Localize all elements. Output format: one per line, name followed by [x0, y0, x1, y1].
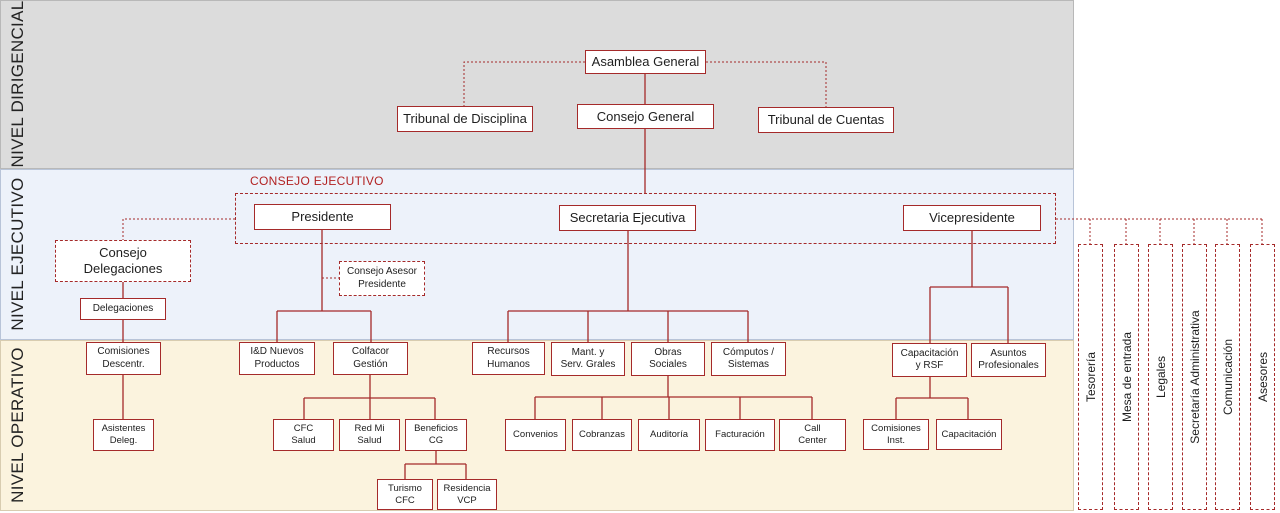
node-recursos-humanos[interactable]: Recursos Humanos [472, 342, 545, 375]
node-secretaria-ejecutiva[interactable]: Secretaria Ejecutiva [559, 205, 696, 231]
node-facturacion[interactable]: Facturación [705, 419, 775, 451]
node-beneficios-cg[interactable]: Beneficios CG [405, 419, 467, 451]
node-tribunal-cuentas[interactable]: Tribunal de Cuentas [758, 107, 894, 133]
node-consejo-asesor[interactable]: Consejo Asesor Presidente [339, 261, 425, 296]
node-turismo-cfc[interactable]: Turismo CFC [377, 479, 433, 510]
node-cfc-salud[interactable]: CFC Salud [273, 419, 334, 451]
side-unit-mesa-de-entrada[interactable]: Mesa de entrada [1114, 244, 1139, 510]
node-presidente[interactable]: Presidente [254, 204, 391, 230]
side-unit-comunicacion[interactable]: Comunicación [1215, 244, 1240, 510]
node-tribunal-disciplina[interactable]: Tribunal de Disciplina [397, 106, 533, 132]
band-nivel-dirigencial [0, 0, 1074, 169]
consejo-ejecutivo-group [235, 193, 1056, 244]
node-computos-sistemas[interactable]: Cómputos / Sistemas [711, 342, 786, 376]
side-unit-tesoreria[interactable]: Tesorería [1078, 244, 1103, 510]
node-consejo-general[interactable]: Consejo General [577, 104, 714, 129]
node-red-mi-salud[interactable]: Red Mi Salud [339, 419, 400, 451]
side-unit-asesores[interactable]: Asesores [1250, 244, 1275, 510]
node-comisiones-descentr[interactable]: Comisiones Descentr. [86, 342, 161, 375]
node-id-nuevos-productos[interactable]: I&D Nuevos Productos [239, 342, 315, 375]
node-asamblea-general[interactable]: Asamblea General [585, 50, 706, 74]
node-vicepresidente[interactable]: Vicepresidente [903, 205, 1041, 231]
side-unit-secretaria-administrativa[interactable]: Secretaría Administrativa [1182, 244, 1207, 510]
node-residencia-vcp[interactable]: Residencia VCP [437, 479, 497, 510]
label-nivel-dirigencial: NIVEL DIRIGENCIAL [8, 0, 27, 168]
label-nivel-ejecutivo: NIVEL EJECUTIVO [8, 177, 27, 331]
node-comisiones-inst[interactable]: Comisiones Inst. [863, 419, 929, 450]
node-call-center[interactable]: Call Center [779, 419, 846, 451]
consejo-ejecutivo-label: CONSEJO EJECUTIVO [250, 174, 384, 188]
node-consejo-delegaciones[interactable]: Consejo Delegaciones [55, 240, 191, 282]
node-cobranzas[interactable]: Cobranzas [572, 419, 632, 451]
node-convenios[interactable]: Convenios [505, 419, 566, 451]
node-auditoria[interactable]: Auditoría [638, 419, 700, 451]
node-capacitacion[interactable]: Capacitación [936, 419, 1002, 450]
label-nivel-operativo: NIVEL OPERATIVO [8, 347, 27, 503]
node-colfacor-gestion[interactable]: Colfacor Gestión [333, 342, 408, 375]
node-delegaciones[interactable]: Delegaciones [80, 298, 166, 320]
node-mant-serv-grales[interactable]: Mant. y Serv. Grales [551, 342, 625, 376]
node-obras-sociales[interactable]: Obras Sociales [631, 342, 705, 376]
node-capacitacion-rsf[interactable]: Capacitación y RSF [892, 343, 967, 377]
node-asistentes-deleg[interactable]: Asistentes Deleg. [93, 419, 154, 451]
node-asuntos-profesionales[interactable]: Asuntos Profesionales [971, 343, 1046, 377]
side-unit-legales[interactable]: Legales [1148, 244, 1173, 510]
